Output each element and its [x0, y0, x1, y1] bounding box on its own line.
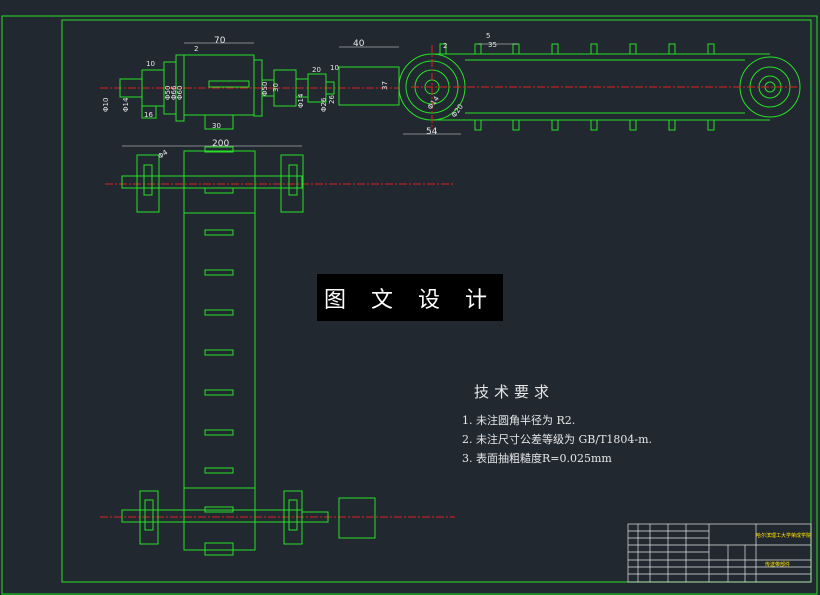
technical-requirements-title: 技术要求	[474, 383, 555, 401]
dim-label: Φ14	[297, 93, 305, 108]
dim-label: Φ14	[122, 97, 130, 112]
top-view-conveyor	[100, 146, 455, 556]
requirement-item: 2. 未注尺寸公差等级为 GB/T1804-m.	[462, 433, 653, 446]
end-view-dimensions: 5 35 2 Φ14 Φ20 54	[403, 32, 518, 137]
title-block	[627, 523, 812, 583]
outer-border	[1, 15, 818, 595]
dim-label: 54	[426, 127, 438, 137]
dim-label: Φ66	[170, 85, 178, 100]
dim-label: 30	[212, 122, 221, 130]
inner-border	[61, 19, 812, 583]
requirement-item: 1. 未注圆角半径为 R2.	[462, 414, 576, 427]
dim-label: Φ50	[261, 82, 269, 96]
dim-label: Φ20	[450, 103, 465, 119]
dim-label: 2	[194, 45, 198, 53]
dim-label: 10	[146, 60, 155, 68]
dim-label: 35	[488, 41, 497, 49]
dim-label: 5	[486, 32, 490, 40]
dim-label: 37	[381, 81, 389, 90]
dim-label: 30	[272, 83, 280, 92]
dim-label: 20	[312, 66, 321, 74]
technical-requirements: 技术要求 1. 未注圆角半径为 R2. 2. 未注尺寸公差等级为 GB/T180…	[462, 381, 652, 469]
end-view-conveyor	[398, 43, 801, 131]
dim-label: 10	[330, 64, 339, 72]
dim-label: Φ50	[164, 86, 172, 100]
dim-label: 16	[144, 111, 153, 119]
watermark-label: 图 文 设 计	[317, 274, 503, 321]
dim-label: Φ10	[102, 98, 110, 112]
title-block-school: 哈尔滨理工大学荣成学院	[756, 533, 812, 539]
dim-label: 70	[214, 36, 226, 46]
dim-label: 26	[328, 95, 336, 104]
title-block-drawing-name: 传送带部件	[765, 562, 791, 568]
dim-label: Φ26	[320, 97, 328, 112]
dim-label: 200	[212, 139, 229, 149]
dim-label: Φ60	[176, 86, 184, 100]
side-view-dimensions: 70 2 10 Φ10 Φ14 Φ50 Φ66 Φ60 16 30 Φ50 30…	[102, 36, 399, 130]
side-view-shaft	[100, 54, 400, 130]
dim-label: 40	[353, 39, 365, 49]
dim-label: 2	[443, 42, 447, 50]
requirement-item: 3. 表面抽粗糙度R=0.025mm	[462, 452, 612, 465]
top-view-dimensions: 200 Φ4	[122, 139, 302, 161]
